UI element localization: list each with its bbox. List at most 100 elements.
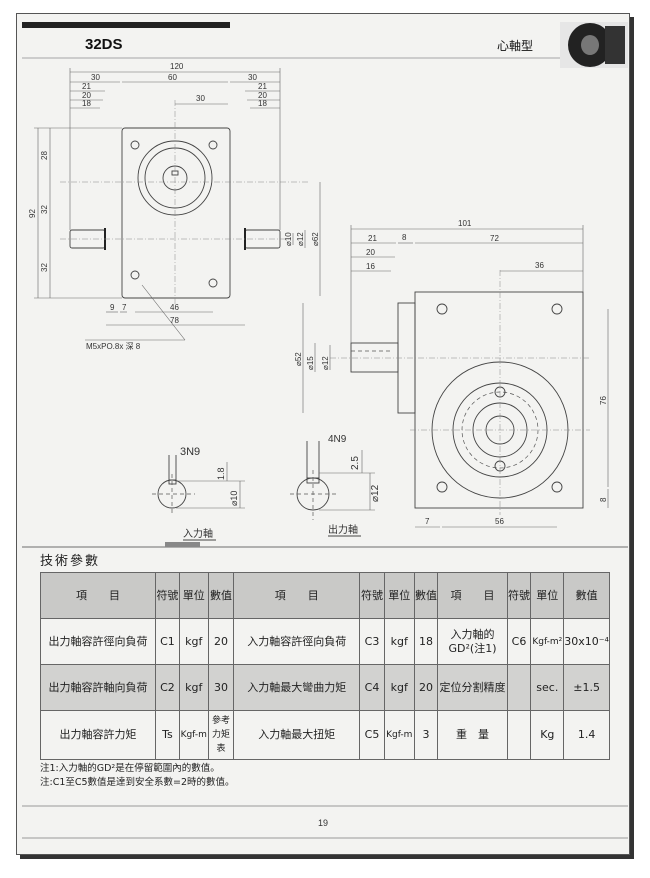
dim-16: 16 bbox=[366, 262, 375, 271]
dim-36: 36 bbox=[535, 261, 544, 270]
dim-phi15: ⌀15 bbox=[306, 356, 315, 370]
front-view: 120 30 60 30 21 20 18 21 20 18 30 92 28 … bbox=[28, 62, 321, 351]
dim-21: 21 bbox=[258, 82, 267, 91]
dim-phi10: ⌀10 bbox=[284, 232, 293, 246]
dim-8: 8 bbox=[599, 497, 608, 502]
indexer-product-image bbox=[560, 22, 628, 68]
header-cell: 單位 bbox=[178, 572, 209, 619]
cell: C3 bbox=[359, 618, 385, 665]
dim-21: 21 bbox=[368, 234, 377, 243]
cell: C5 bbox=[359, 710, 385, 760]
model-title: 32DS bbox=[85, 36, 123, 53]
cell: 重 量 bbox=[437, 710, 508, 760]
header-bar bbox=[22, 22, 230, 28]
header-cell: 數值 bbox=[563, 572, 610, 619]
cell: Kgf-m bbox=[383, 710, 415, 760]
dim-20: 20 bbox=[258, 91, 267, 100]
cell: ±1.5 bbox=[563, 664, 610, 711]
side-view: 101 21 8 72 20 16 36 ⌀52 ⌀15 ⌀12 76 8 7 … bbox=[294, 219, 609, 528]
cell: 20 bbox=[207, 618, 235, 665]
cell: 20 bbox=[413, 664, 439, 711]
input-shaft-label: 入力軸 bbox=[183, 527, 213, 540]
cell: sec. bbox=[530, 664, 565, 711]
dim-20: 20 bbox=[82, 91, 91, 100]
dim-92: 92 bbox=[28, 209, 37, 218]
header-cell: 項 目 bbox=[39, 572, 157, 619]
header-cell: 數值 bbox=[207, 572, 235, 619]
keyway-3n9: 3N9 bbox=[180, 446, 200, 458]
header-cell: 單位 bbox=[530, 572, 565, 619]
cell: Kg bbox=[530, 710, 565, 760]
thread-note: M5xPO.8x 深 8 bbox=[86, 342, 141, 351]
dim-30: 30 bbox=[91, 73, 100, 82]
cell: kgf bbox=[178, 618, 209, 665]
cell: 30 bbox=[207, 664, 235, 711]
dim-32: 32 bbox=[40, 263, 49, 272]
note: 注1:入力軸的GD²是在停留範圍內的數值。 bbox=[40, 763, 220, 774]
header-cell: 數值 bbox=[413, 572, 439, 619]
dim-60: 60 bbox=[168, 73, 177, 82]
dim-28: 28 bbox=[40, 151, 49, 160]
page-number: 19 bbox=[318, 818, 328, 828]
dim-56: 56 bbox=[495, 517, 504, 526]
cell: 參考力矩表 bbox=[207, 710, 235, 760]
dim-30: 30 bbox=[196, 94, 205, 103]
notes: 注1:入力軸的GD²是在停留範圍內的數值。 注:C1至C5數值是達到安全系數=2… bbox=[40, 762, 235, 790]
header-cell: 符號 bbox=[506, 572, 532, 619]
header-cell: 符號 bbox=[155, 572, 180, 619]
dim-phi12: ⌀12 bbox=[296, 232, 305, 246]
dim-32: 32 bbox=[40, 205, 49, 214]
output-shaft-section: 4N9 2.5 ⌀12 出力軸 bbox=[290, 434, 381, 537]
dim-20: 20 bbox=[366, 248, 375, 257]
cell bbox=[506, 664, 532, 711]
dim-phi52: ⌀52 bbox=[294, 352, 303, 366]
cell: 入力軸的GD²(注1) bbox=[437, 618, 508, 665]
cell: Ts bbox=[155, 710, 180, 760]
key-depth: 2.5 bbox=[350, 456, 361, 470]
shaft-diameter: ⌀12 bbox=[370, 484, 381, 502]
header-cell: 符號 bbox=[359, 572, 385, 619]
dim-78: 78 bbox=[170, 316, 179, 325]
dim-76: 76 bbox=[599, 396, 608, 405]
dim-18: 18 bbox=[258, 99, 267, 108]
dim-8: 8 bbox=[402, 233, 407, 242]
type-title: 心軸型 bbox=[497, 39, 533, 53]
table-header-row: 項 目 符號 單位 數值 項 目 符號 單位 數值 項 目 符號 單位 數值 bbox=[39, 572, 610, 619]
cell: 18 bbox=[413, 618, 439, 665]
header-cell: 項 目 bbox=[233, 572, 361, 619]
dim-18: 18 bbox=[82, 99, 91, 108]
dim-46: 46 bbox=[170, 303, 179, 312]
dim-120: 120 bbox=[170, 62, 184, 71]
dim-7: 7 bbox=[425, 517, 430, 526]
dim-7: 7 bbox=[122, 303, 127, 312]
cell: 出力軸容許徑向負荷 bbox=[39, 618, 157, 665]
shaft-diameter: ⌀10 bbox=[229, 491, 239, 506]
cell: C2 bbox=[155, 664, 180, 711]
spec-title: 技術參數 bbox=[40, 554, 101, 569]
cell: 1.4 bbox=[563, 710, 610, 760]
header-cell: 項 目 bbox=[437, 572, 508, 619]
cell: 入力軸最大彎曲力矩 bbox=[233, 664, 361, 711]
header-cell: 單位 bbox=[383, 572, 415, 619]
cell: C6 bbox=[506, 618, 532, 665]
cell: C1 bbox=[155, 618, 180, 665]
note: 注:C1至C5數值是達到安全系數=2時的數值。 bbox=[40, 777, 235, 788]
cell bbox=[506, 710, 532, 760]
key-depth: 1.8 bbox=[216, 467, 226, 480]
dim-30: 30 bbox=[248, 73, 257, 82]
spec-table: 項 目 符號 單位 數值 項 目 符號 單位 數值 項 目 符號 單位 數值 出… bbox=[39, 572, 610, 760]
cell: Kgf-m bbox=[178, 710, 209, 760]
cell: 入力軸容許徑向負荷 bbox=[233, 618, 361, 665]
dim-phi12: ⌀12 bbox=[321, 356, 330, 370]
dim-21: 21 bbox=[82, 82, 91, 91]
cell: 定位分割精度 bbox=[437, 664, 508, 711]
cell: 30x10⁻⁴ bbox=[563, 618, 610, 665]
cell: 出力軸容許力矩 bbox=[39, 710, 157, 760]
cell: 出力軸容許軸向負荷 bbox=[39, 664, 157, 711]
cell: C4 bbox=[359, 664, 385, 711]
